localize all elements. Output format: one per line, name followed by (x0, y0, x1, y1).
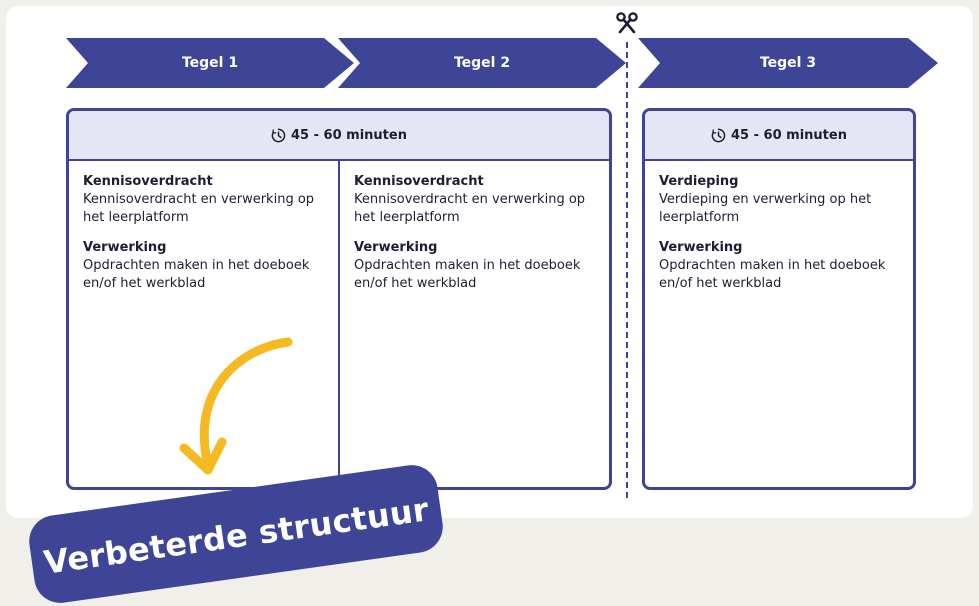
card-header: 45 - 60 minuten (69, 111, 609, 161)
chevron-label: Tegel 3 (759, 55, 817, 71)
chevron-tegel-1: Tegel 1 (66, 38, 354, 88)
chevron-tegel-3: Tegel 3 (638, 38, 938, 88)
section-verwerking: Verwerking Opdrachten maken in het doebo… (83, 239, 324, 293)
card-tegel-3: 45 - 60 minuten Verdieping Verdieping en… (642, 108, 916, 490)
card-header: 45 - 60 minuten (645, 111, 913, 161)
section-title: Verwerking (83, 240, 167, 255)
card-tegel-1-2: 45 - 60 minuten Kennisoverdracht Kenniso… (66, 108, 612, 490)
chevron-label: Tegel 2 (453, 55, 511, 71)
section-text: Kennisoverdracht en verwerking op het le… (83, 192, 315, 225)
clock-icon (271, 128, 286, 143)
section-title: Kennisoverdracht (83, 174, 213, 189)
column-tegel-2: Kennisoverdracht Kennisoverdracht en ver… (338, 161, 609, 487)
section-verwerking: Verwerking Opdrachten maken in het doebo… (659, 239, 899, 293)
section-text: Kennisoverdracht en verwerking op het le… (354, 192, 586, 225)
section-text: Verdieping en verwerking op het leerplat… (659, 192, 872, 225)
duration-label: 45 - 60 minuten (731, 127, 847, 143)
section-title: Verwerking (659, 240, 743, 255)
section-title: Verwerking (354, 240, 438, 255)
duration-label: 45 - 60 minuten (291, 127, 407, 143)
section-verwerking: Verwerking Opdrachten maken in het doebo… (354, 239, 595, 293)
section-verdieping: Verdieping Verdieping en verwerking op h… (659, 173, 899, 227)
chevron-shape (66, 38, 354, 88)
section-title: Kennisoverdracht (354, 174, 484, 189)
section-kennisoverdracht: Kennisoverdracht Kennisoverdracht en ver… (354, 173, 595, 227)
section-title: Verdieping (659, 174, 739, 189)
chevron-label: Tegel 1 (181, 55, 239, 71)
column-tegel-3: Verdieping Verdieping en verwerking op h… (645, 161, 913, 487)
cut-line (626, 42, 628, 498)
clock-icon (711, 128, 726, 143)
section-kennisoverdracht: Kennisoverdracht Kennisoverdracht en ver… (83, 173, 324, 227)
section-text: Opdrachten maken in het doeboek en/of he… (354, 258, 581, 291)
chevron-tegel-2: Tegel 2 (338, 38, 626, 88)
column-tegel-1: Kennisoverdracht Kennisoverdracht en ver… (69, 161, 338, 487)
section-text: Opdrachten maken in het doeboek en/of he… (83, 258, 310, 291)
scissors-icon (615, 12, 639, 38)
curved-arrow-icon (170, 330, 300, 484)
chevron-shape (338, 38, 626, 88)
section-text: Opdrachten maken in het doeboek en/of he… (659, 258, 886, 291)
chevron-shape (638, 38, 938, 88)
